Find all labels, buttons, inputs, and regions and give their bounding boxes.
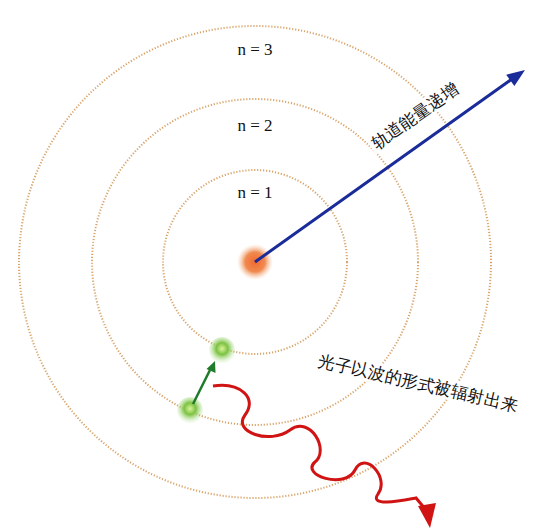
- photon-wave: [213, 385, 436, 528]
- orbit-label: n = 2: [234, 116, 275, 136]
- orbit-label: n = 3: [234, 40, 275, 60]
- energy-arrow: [255, 70, 525, 262]
- photon-label: 光子以波的形式被辐射出来: [313, 349, 522, 416]
- electron: [209, 337, 235, 363]
- electron: [177, 397, 203, 423]
- orbit-label: n = 1: [234, 183, 275, 203]
- transition-arrow: [193, 361, 216, 404]
